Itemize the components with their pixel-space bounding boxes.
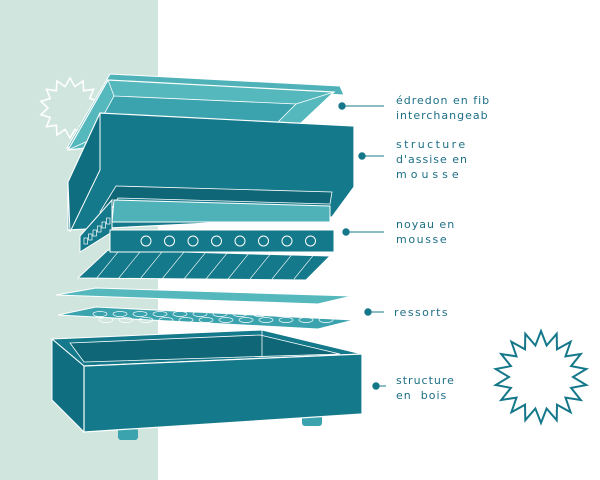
right-star-icon (492, 328, 590, 426)
label-edredon: édredon en fib interchangeab (396, 94, 495, 122)
core-hole (234, 235, 246, 247)
core-hole (211, 235, 222, 247)
spring-coil (232, 311, 248, 317)
spring-coil (252, 311, 268, 317)
core-hatch-line (271, 251, 295, 280)
core-hole (187, 235, 199, 247)
left-star-icon (39, 76, 101, 140)
spring-coil (178, 317, 194, 323)
core-side-cell (83, 237, 88, 245)
core-hatch-line (139, 251, 163, 280)
spring-coil (278, 317, 294, 323)
spring-coil (192, 311, 208, 317)
core-hatch-line (183, 251, 207, 280)
layer-noyau (76, 198, 335, 281)
label-structure-bois: structure en bois (396, 374, 459, 402)
spring-coil (112, 311, 128, 317)
spring-coil (218, 317, 234, 323)
spring-coil (258, 317, 274, 323)
core-hole (281, 235, 293, 247)
core-hole (140, 235, 152, 247)
core-hatch-line (205, 251, 229, 280)
callouts (338, 102, 386, 390)
core-hole (258, 235, 269, 247)
spring-coil (272, 311, 288, 317)
core-side-cell (92, 229, 97, 237)
layer-structure-bois (50, 329, 363, 440)
core-hatch-line (95, 251, 119, 280)
core-hatch-line (161, 251, 185, 280)
spring-coil (158, 317, 174, 323)
spring-coil (298, 317, 314, 323)
spring-coil (292, 311, 308, 317)
spring-coil (98, 317, 114, 323)
core-hatch-line (227, 251, 251, 280)
spring-coil (238, 317, 254, 323)
spring-coil (212, 311, 228, 317)
spring-coil (118, 317, 134, 323)
spring-coil (172, 311, 188, 317)
core-hole (164, 235, 175, 247)
spring-coil (312, 311, 328, 317)
label-noyau: noyau en mousse (396, 218, 460, 246)
label-structure-assise: structure d'assise en mousse (396, 138, 473, 181)
spring-coil (318, 317, 334, 323)
core-hatch-line (117, 251, 141, 280)
core-side-cell (101, 221, 106, 229)
spring-coil (198, 317, 214, 323)
labels: édredon en fib interchangeab structure d… (394, 94, 495, 402)
core-side-cell (106, 217, 111, 225)
layer-ressorts (55, 287, 355, 330)
spring-coil (132, 311, 148, 317)
core-side-cell (97, 225, 102, 233)
spring-coil (92, 311, 108, 317)
core-hatch-line (293, 251, 317, 280)
core-side-cell (88, 233, 93, 241)
spring-coil (138, 317, 154, 323)
spring-coil (152, 311, 168, 317)
core-hole (305, 235, 316, 247)
core-hatch-line (249, 251, 273, 280)
label-ressorts: ressorts (394, 306, 449, 319)
